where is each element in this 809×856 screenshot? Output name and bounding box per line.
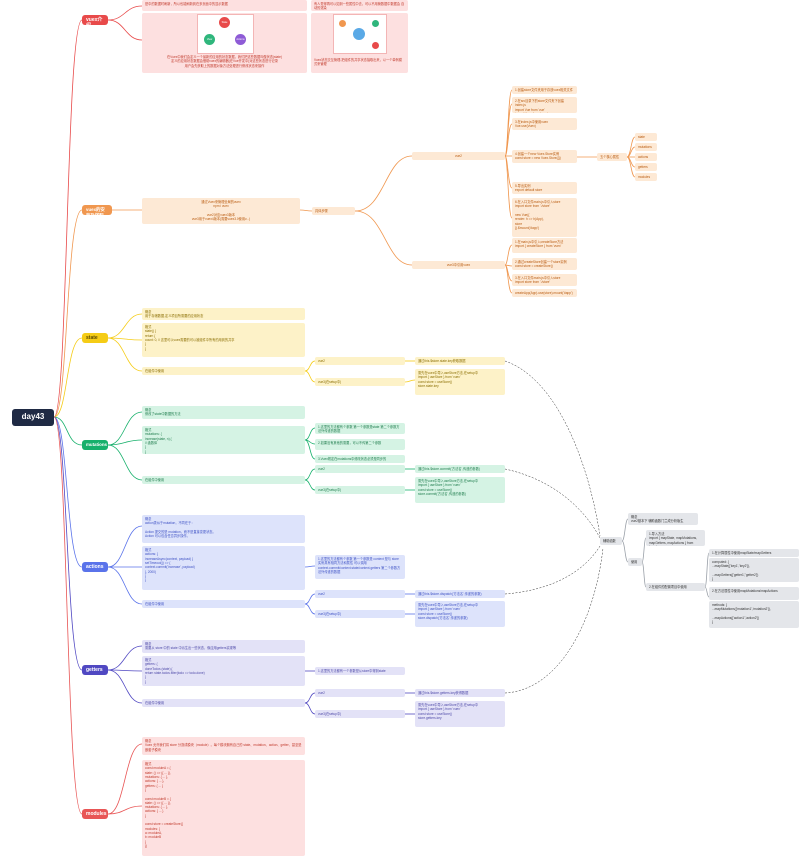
install-vue3-step-4: createApp(App).use(store).mount('#app') (512, 289, 577, 297)
actions-vue3-label[interactable]: vue3(在setup中) (315, 610, 405, 618)
getters-concept: 概念 需要从 store 中的 state 中派生出一些状态，像应用getter… (142, 640, 305, 653)
summary-methods-label[interactable]: 2.在方法属性中使用mapMutations/mapActions (709, 587, 799, 600)
summary-concept: 概念 vue2基本下 辅助函数门兰成分析版生 (628, 513, 698, 525)
dashed-link-getters (504, 547, 604, 694)
state-vue2-text: 通过this.$store.state.key获取数据 (415, 357, 505, 365)
vuex-diagram-card: State Actions View 在Vuex中我们会定义一个最新的应用的状态… (142, 13, 307, 73)
actions-usage-label[interactable]: 在组件中使用 (142, 600, 305, 608)
mutations-vue2-text: 通过this.$store.commit('方法名',传递的参数) (415, 465, 505, 473)
prop-getters[interactable]: getters (635, 163, 657, 171)
mutations-vue3-label[interactable]: vue3(在setup中) (315, 486, 405, 494)
prop-modules[interactable]: modules (635, 173, 657, 181)
install-vue3-step-3: 3.在入口文件main.js中引入store import store from… (512, 274, 577, 286)
vuex-intro-text-right: 有人觉得再可以如到一些属性中去，可以不用管数据中数据会 自动的渲染 (311, 0, 408, 11)
bubble-state: State (219, 17, 230, 28)
summary-import: 1.导入方法 import { mapState, mapMutations, … (646, 530, 705, 546)
dashed-link-mutations (504, 468, 601, 539)
actions-vue2-label[interactable]: vue2 (315, 590, 405, 598)
mutations-concept: 概念 修改了state中数据的方法 (142, 406, 305, 419)
branch-state[interactable]: state (82, 333, 108, 343)
branch-modules[interactable]: modules (82, 809, 108, 819)
branch-mutations[interactable]: mutations (82, 440, 108, 450)
bubble-actions: Actions (235, 34, 246, 45)
link-getters (53, 416, 83, 671)
link-modules (53, 416, 83, 815)
vuex-flow-image: State Actions View (197, 14, 254, 54)
architecture-node-icon (339, 20, 346, 27)
dashed-link-actions (504, 545, 601, 595)
mutations-param-2: 2.如果没有其他的需要，可以不传第二个参数 (315, 439, 405, 450)
getters-params: 1.这里的方法都有一个参数是从store中得到state (315, 667, 405, 675)
actions-vue2-text: 通过this.$store.dispatch('方法名',传递的参数) (415, 590, 505, 598)
vuex-diagram2-caption: Vuex状态交互管理-把组件的共享状态抽取出来，以一个单例模式来管理 (314, 58, 402, 67)
branch-install[interactable]: vuex的安装及搭配 (82, 205, 112, 215)
summary-usage-label[interactable]: 使用 (628, 558, 642, 566)
actions-params: 1.这里的方法都有个参数 第一个参数是 context 是与 store 实例具… (315, 555, 405, 579)
bubble-view: View (204, 34, 215, 45)
modules-concept: 概念 Vuex 允许我们将 store 分割成模块（module）。每个模块拥有… (142, 737, 305, 755)
install-vue2-label[interactable]: vue2 (412, 152, 505, 160)
install-vue3-step-2: 2.通过createStore创建一个store实例 const store =… (512, 258, 577, 270)
prop-state[interactable]: state (635, 133, 657, 141)
install-vue3-step-1: 1.在main.js中引入createStore方法 import { crea… (512, 238, 577, 253)
install-vue2-step-6: 6.在入口文件main.js中引入store import store from… (512, 198, 577, 237)
getters-vue2-text: 通过this.$store.getters.key获得数据 (415, 689, 505, 697)
getters-format: 格式 getters: { doneTodos (state) { return… (142, 656, 305, 686)
state-usage-label[interactable]: 在组件中使用 (142, 367, 305, 375)
summary-root[interactable]: 辅助函数 (600, 537, 622, 545)
prop-actions[interactable]: actions (635, 153, 657, 161)
state-format: 格式 state() { return { count: 0, // 这里可以v… (142, 323, 305, 357)
summary-data-label[interactable]: 2.在组件的配置项目中使用 (646, 583, 705, 591)
install-vue3-label[interactable]: vue3中引用vuex (412, 261, 505, 269)
link-vuex (53, 19, 83, 418)
link-mutations (53, 416, 83, 446)
vuex-diagram2-card: Vuex状态交互管理-把组件的共享状态抽取出来，以一个单例模式来管理 (311, 13, 408, 73)
architecture-core-icon (353, 28, 365, 40)
getters-vue3-label[interactable]: vue3(在setup中) (315, 710, 405, 718)
link-state (53, 337, 83, 418)
install-vue2-step-1: 1.创建store文件夹用于存放vuex相关文件 (512, 86, 577, 94)
install-five-props-label[interactable]: 五个核心属性 (597, 153, 627, 161)
getters-vue2-label[interactable]: vue2 (315, 689, 405, 697)
link-install (53, 209, 83, 418)
actions-format: 格式 actions: { increaseAsync(context, pay… (142, 546, 305, 590)
vuex-architecture-image (333, 14, 387, 54)
summary-computed-label[interactable]: 1.在计算属性中使用mapState/mapGetters (709, 549, 799, 557)
actions-vue3-text: 需先在vuex中导入useStore方法,在setup中 import { us… (415, 601, 505, 627)
mutations-param-3: 3.Vuex规定在mutations中修改状态必须是同步的 (315, 455, 405, 463)
mutations-vue2-label[interactable]: vue2 (315, 465, 405, 473)
dashed-link-state (504, 360, 601, 537)
install-vue2-step-3: 3.在index.js中使用vuex Vue.use(Vuex) (512, 118, 577, 130)
install-vue2-step-2: 2.在src目录下的store文件夹下创建index.js import Vue… (512, 97, 577, 113)
modules-format: 格式 const moduleA = { state: () => ({ ...… (142, 760, 305, 856)
mutations-param-1: 1.这里的方法都有个参数 第一个参数是state 第二个参数方法外传递的数据 (315, 423, 405, 434)
install-vue2-step-4: 4.创建一个new Vuex.Store实例 const store = new… (512, 150, 577, 163)
mutations-usage-label[interactable]: 在组件中使用 (142, 476, 305, 484)
vuex-intro-text: 是中的数据时刷新，所以也能刷新到在多页面中的显示数据 (142, 0, 307, 11)
summary-computed-text: computed: { ...mapState(['key1','key2'])… (709, 558, 799, 582)
mutations-vue3-text: 需先在vuex中导入useStore方法,在setup中 import { us… (415, 477, 505, 503)
vuex-diagram-caption: 在Vuex中我们会定义一个最新的应用的状态数据，我们把这些数据叫做状态(stat… (167, 55, 282, 68)
link-actions (53, 416, 83, 568)
state-vue3-label[interactable]: vue3(在setup中) (315, 378, 405, 386)
mutations-format: 格式 mutations: { increase(state, n) { // … (142, 426, 305, 454)
prop-mutations[interactable]: mutations (635, 143, 657, 151)
architecture-node-icon (372, 20, 379, 27)
actions-concept: 概念 action类似于mutation，不同在于： Action 提交的是 m… (142, 515, 305, 543)
state-vue3-text: 需先在vuex中导入useStore方法,在setup中 import { us… (415, 369, 505, 395)
install-steps-label[interactable]: 具体步骤 (312, 207, 355, 215)
architecture-node-icon (372, 42, 379, 49)
install-desc: 通过Vuex来管理全局的vuex npm i vuex vue2对应vuex3版… (142, 198, 300, 224)
state-vue2-label[interactable]: vue2 (315, 357, 405, 365)
getters-vue3-text: 需先在vuex中导入useStore方法,在setup中 import { us… (415, 701, 505, 727)
root-node[interactable]: day43 (12, 409, 54, 426)
branch-vuex-intro[interactable]: vuex介绍 (82, 15, 108, 25)
install-vue2-step-5: 5.导出实例 export default store (512, 182, 577, 194)
state-concept: 概念 用于存储数据,定义项目所需要的应用状态 (142, 308, 305, 320)
getters-usage-label[interactable]: 在组件中使用 (142, 699, 305, 707)
branch-getters[interactable]: getters (82, 665, 108, 675)
summary-methods-text: methods: { ...mapMutations(['mutation1',… (709, 601, 799, 628)
branch-actions[interactable]: actions (82, 562, 108, 572)
